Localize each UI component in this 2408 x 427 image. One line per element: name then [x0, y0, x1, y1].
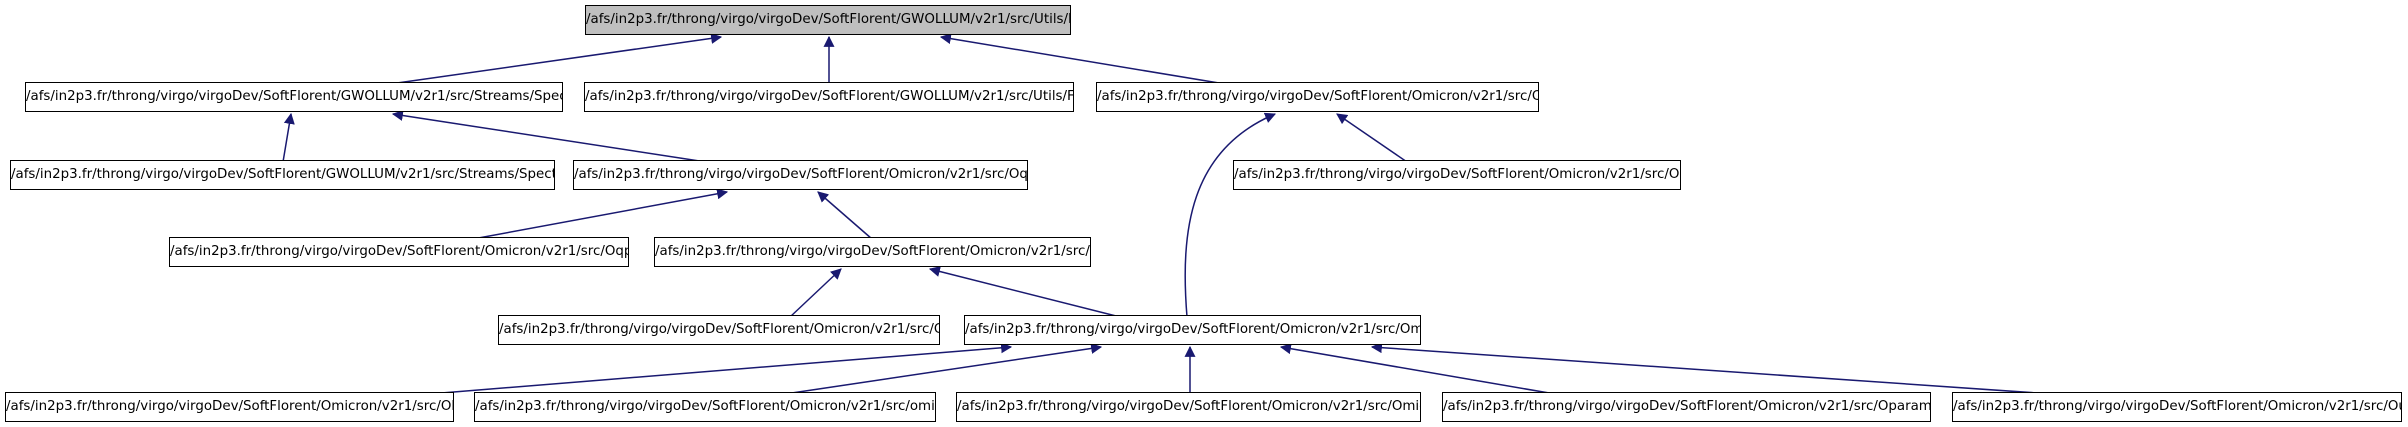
- node-omicron-lc-cc[interactable]: /afs/in2p3.fr/throng/virgo/virgoDev/Soft…: [474, 392, 936, 422]
- node-oqplane-cc[interactable]: /afs/in2p3.fr/throng/virgo/virgoDev/Soft…: [169, 237, 629, 267]
- node-outils-cc[interactable]: /afs/in2p3.fr/throng/virgo/virgoDev/Soft…: [1952, 392, 2402, 422]
- edge-omicron-lc-cc-to-omicron-h: [784, 343, 1103, 395]
- node-omicron-h[interactable]: /afs/in2p3.fr/throng/virgo/virgoDev/Soft…: [964, 315, 1421, 345]
- node-oparameters-cc[interactable]: /afs/in2p3.fr/throng/virgo/virgoDev/Soft…: [1442, 392, 1931, 422]
- edge-outils-cc-to-omicron-h: [1370, 342, 2053, 395]
- edge-oqplane-cc-to-oqplane-h: [472, 188, 729, 240]
- node-spectrum-cc[interactable]: /afs/in2p3.fr/throng/virgo/virgoDev/Soft…: [10, 160, 555, 190]
- node-odata-h[interactable]: /afs/in2p3.fr/throng/virgo/virgoDev/Soft…: [1096, 82, 1539, 112]
- edge-omicron-h-to-odata-h: [1184, 112, 1277, 318]
- edge-otile-cc-to-otile-h: [789, 268, 842, 318]
- node-otile-h[interactable]: /afs/in2p3.fr/throng/virgo/virgoDev/Soft…: [654, 237, 1091, 267]
- edge-odata-cc-to-odata-h: [1336, 113, 1408, 163]
- node-odata-cc[interactable]: /afs/in2p3.fr/throng/virgo/virgoDev/Soft…: [1233, 160, 1681, 190]
- edge-spectrum-h-to-fft-h: [389, 32, 723, 85]
- edge-ohtml-cc-to-omicron-h: [428, 342, 1013, 395]
- edge-oqplane-h-to-spectrum-h: [391, 110, 707, 163]
- node-oqplane-h[interactable]: /afs/in2p3.fr/throng/virgo/virgoDev/Soft…: [573, 160, 1028, 190]
- node-otile-cc[interactable]: /afs/in2p3.fr/throng/virgo/virgoDev/Soft…: [498, 315, 940, 345]
- node-spectrum-h[interactable]: /afs/in2p3.fr/throng/virgo/virgoDev/Soft…: [25, 82, 563, 112]
- node-omicron-cc[interactable]: /afs/in2p3.fr/throng/virgo/virgoDev/Soft…: [956, 392, 1421, 422]
- edge-spectrum-cc-to-spectrum-h: [282, 112, 295, 163]
- edge-otile-h-to-oqplane-h: [817, 191, 873, 240]
- edge-omicron-h-to-otile-h: [928, 266, 1121, 318]
- node-fft-cc[interactable]: /afs/in2p3.fr/throng/virgo/virgoDev/Soft…: [584, 82, 1074, 112]
- node-fft-h[interactable]: /afs/in2p3.fr/throng/virgo/virgoDev/Soft…: [585, 5, 1071, 35]
- edge-odata-h-to-fft-h: [939, 33, 1226, 85]
- node-ohtml-cc[interactable]: /afs/in2p3.fr/throng/virgo/virgoDev/Soft…: [5, 392, 454, 422]
- edge-oparameters-cc-to-omicron-h: [1279, 343, 1556, 395]
